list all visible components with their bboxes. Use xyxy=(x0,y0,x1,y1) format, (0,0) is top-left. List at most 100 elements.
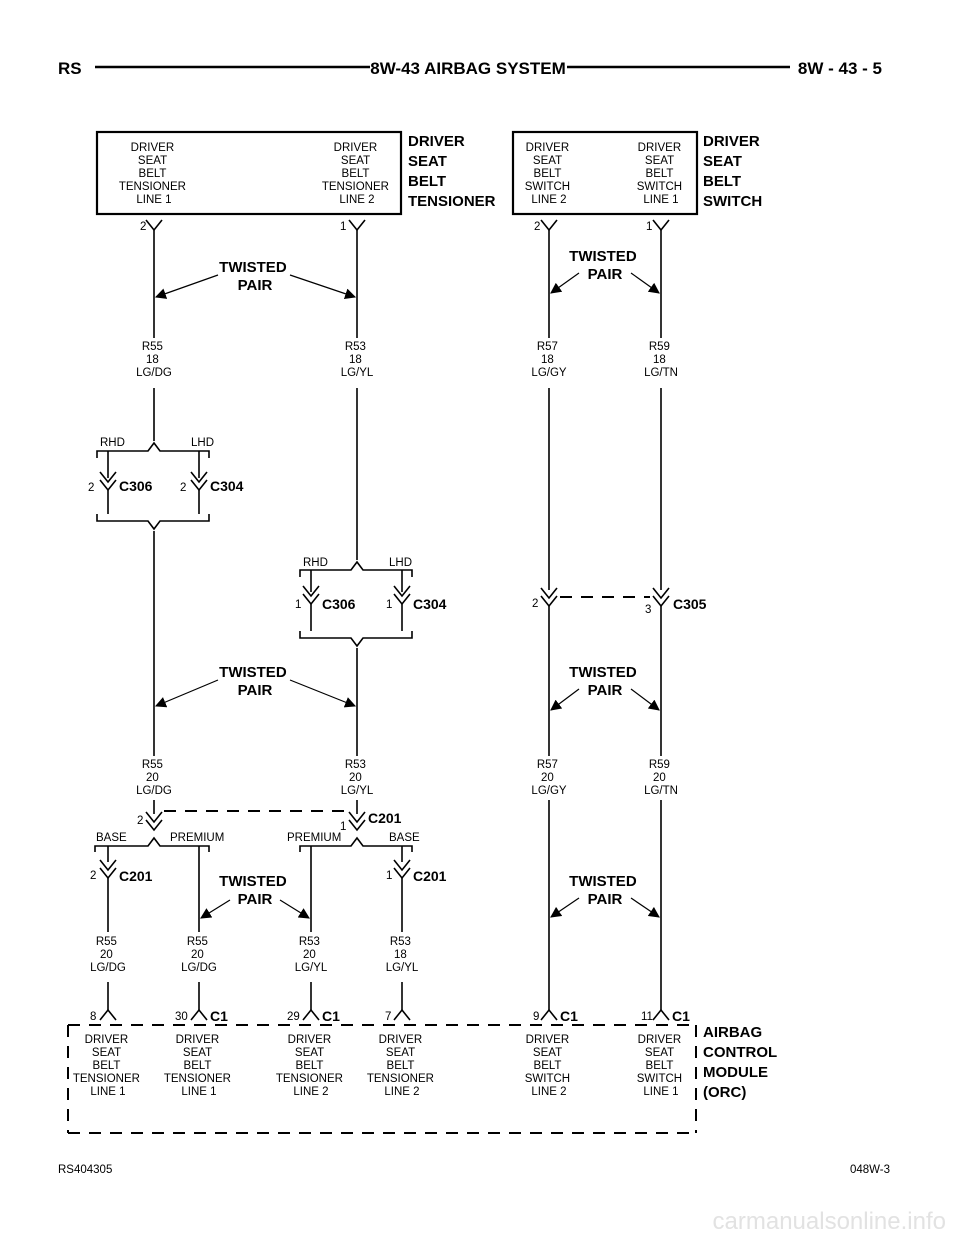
connector-terminal xyxy=(99,859,117,880)
page-footer: RS404305 048W-3 xyxy=(58,1164,890,1176)
c201-pin-1: 1 xyxy=(340,821,346,833)
wire-label-r55-premium: R55 20 LG/DG xyxy=(181,936,217,974)
twisted-pair-label: TWISTED PAIR xyxy=(569,873,641,908)
tensioner-pin-1: 1 xyxy=(340,221,346,233)
twisted-pair-label: TWISTED PAIR xyxy=(219,259,291,294)
c306-pin-1: 1 xyxy=(295,599,301,611)
wire-label-r55-base: R55 20 LG/DG xyxy=(90,936,126,974)
orc-connector-c1: C1 xyxy=(672,1008,690,1024)
wire-label-r59: R59 20 LG/TN xyxy=(644,759,678,797)
option-lhd: LHD xyxy=(191,437,214,449)
switch-component: DRIVER SEAT BELT SWITCH LINE 2 DRIVER SE… xyxy=(511,130,764,233)
twisted-pair-arrow xyxy=(550,272,580,294)
orc-pin-label: DRIVER SEAT BELT SWITCH LINE 1 xyxy=(637,1034,686,1098)
tensioner-pin-2: 2 xyxy=(140,221,146,233)
option-brace-bottom xyxy=(96,514,210,531)
r55-splice-rhd-lhd: RHD LHD 2 C306 2 C304 xyxy=(88,388,244,756)
connector-c304: C304 xyxy=(210,478,244,494)
twisted-pair-label: TWISTED PAIR xyxy=(569,664,641,699)
orc-component: 8 30 C1 29 C1 7 9 C1 11 C1 DRIVER SEAT B… xyxy=(67,1008,781,1134)
twisted-pair-arrow xyxy=(154,274,219,299)
orc-pin-label: DRIVER SEAT BELT SWITCH LINE 2 xyxy=(525,1034,574,1098)
tensioner-component: DRIVER SEAT BELT TENSIONER LINE 1 DRIVER… xyxy=(95,130,496,233)
r53-splice-rhd-lhd: RHD LHD 1 C306 1 C304 xyxy=(295,388,447,756)
wire-label-r57: R57 20 LG/GY xyxy=(531,759,566,797)
c201-section: 2 1 C201 BASE PREMIUM PREMIUM BASE 2 C20… xyxy=(90,800,662,1010)
terminal xyxy=(652,219,670,232)
option-rhd: RHD xyxy=(100,437,125,449)
twisted-pair-arrow xyxy=(630,688,660,711)
option-brace xyxy=(94,836,210,852)
connector-c304: C304 xyxy=(413,596,447,612)
tensioner-pin1-label: DRIVER SEAT BELT TENSIONER LINE 2 xyxy=(322,142,392,206)
tensioner-box xyxy=(95,130,403,216)
connector-c306: C306 xyxy=(119,478,153,494)
connector-c306: C306 xyxy=(322,596,356,612)
page-title: 8W-43 AIRBAG SYSTEM xyxy=(370,59,566,78)
connector-terminal xyxy=(145,811,163,832)
wire-label-r57: R57 18 LG/GY xyxy=(531,341,566,379)
option-premium: PREMIUM xyxy=(170,832,224,844)
terminal xyxy=(99,1008,117,1021)
terminal xyxy=(190,1008,208,1021)
tensioner-pin2-label: DRIVER SEAT BELT TENSIONER LINE 1 xyxy=(119,142,189,206)
orc-connector-c1: C1 xyxy=(560,1008,578,1024)
page-header: RS 8W-43 AIRBAG SYSTEM 8W - 43 - 5 xyxy=(58,59,882,78)
twisted-pair-arrow xyxy=(279,899,310,919)
switch-box xyxy=(511,130,699,216)
twisted-pair-arrow xyxy=(154,679,219,708)
connector-c201: C201 xyxy=(368,810,402,826)
option-premium: PREMIUM xyxy=(287,832,341,844)
orc-pin-label: DRIVER SEAT BELT TENSIONER LINE 2 xyxy=(276,1034,346,1098)
option-brace-top xyxy=(299,560,413,577)
twisted-pairs-low: TWISTED PAIR TWISTED PAIR xyxy=(200,873,660,919)
orc-title: AIRBAG CONTROL MODULE (ORC) xyxy=(703,1024,781,1101)
terminal xyxy=(540,219,558,232)
orc-pin-9: 9 xyxy=(533,1011,539,1023)
switch-title: DRIVER SEAT BELT SWITCH xyxy=(703,133,764,210)
wires-top: TWISTED PAIR TWISTED PAIR R55 18 LG/DG R… xyxy=(136,219,678,379)
option-brace-bottom xyxy=(299,631,413,648)
twisted-pair-arrow xyxy=(630,272,660,294)
option-rhd: RHD xyxy=(303,557,328,569)
figure-id: RS404305 xyxy=(58,1164,112,1176)
orc-pin-8: 8 xyxy=(90,1011,96,1023)
c305-pin-3: 3 xyxy=(645,604,651,616)
c304-pin-2: 2 xyxy=(180,482,186,494)
orc-pin-label: DRIVER SEAT BELT TENSIONER LINE 1 xyxy=(73,1034,143,1098)
orc-pin-label: DRIVER SEAT BELT TENSIONER LINE 2 xyxy=(367,1034,437,1098)
c201-pin-2: 2 xyxy=(137,815,143,827)
connector-c201: C201 xyxy=(413,868,447,884)
connector-terminal xyxy=(393,859,411,880)
option-base: BASE xyxy=(389,832,420,844)
header-section-code: RS xyxy=(58,59,82,78)
orc-pin-label: DRIVER SEAT BELT TENSIONER LINE 1 xyxy=(164,1034,234,1098)
switch-pin-1: 1 xyxy=(646,221,652,233)
switch-pin1-label: DRIVER SEAT BELT SWITCH LINE 1 xyxy=(637,142,686,206)
tensioner-title: DRIVER SEAT BELT TENSIONER xyxy=(408,133,496,210)
terminal xyxy=(302,1008,320,1021)
twisted-pairs-mid: TWISTED PAIR TWISTED PAIR xyxy=(154,664,660,711)
orc-connector-c1: C1 xyxy=(210,1008,228,1024)
switch-wires-c305: 2 3 C305 xyxy=(532,388,707,756)
terminal xyxy=(145,219,163,232)
option-brace xyxy=(299,836,413,852)
wire-label-r53-premium: R53 20 LG/YL xyxy=(295,936,328,974)
c201-pin-1: 1 xyxy=(386,870,392,882)
watermark-text: carmanualsonline.info xyxy=(712,1208,946,1235)
terminal xyxy=(652,1008,670,1021)
twisted-pair-label: TWISTED PAIR xyxy=(569,248,641,283)
orc-connector-c1: C1 xyxy=(322,1008,340,1024)
orc-pin-29: 29 xyxy=(287,1011,300,1023)
wire-label-r55: R55 18 LG/DG xyxy=(136,341,172,379)
connector-terminal xyxy=(348,811,366,832)
connector-c305: C305 xyxy=(673,596,707,612)
twisted-pair-arrow xyxy=(200,899,231,919)
connector-c201: C201 xyxy=(119,868,153,884)
drawing-id: 048W-3 xyxy=(850,1164,890,1176)
twisted-pair-label: TWISTED PAIR xyxy=(219,664,291,699)
twisted-pair-arrow xyxy=(550,897,580,918)
c201-pin-2: 2 xyxy=(90,870,96,882)
wire-label-r55: R55 20 LG/DG xyxy=(136,759,172,797)
